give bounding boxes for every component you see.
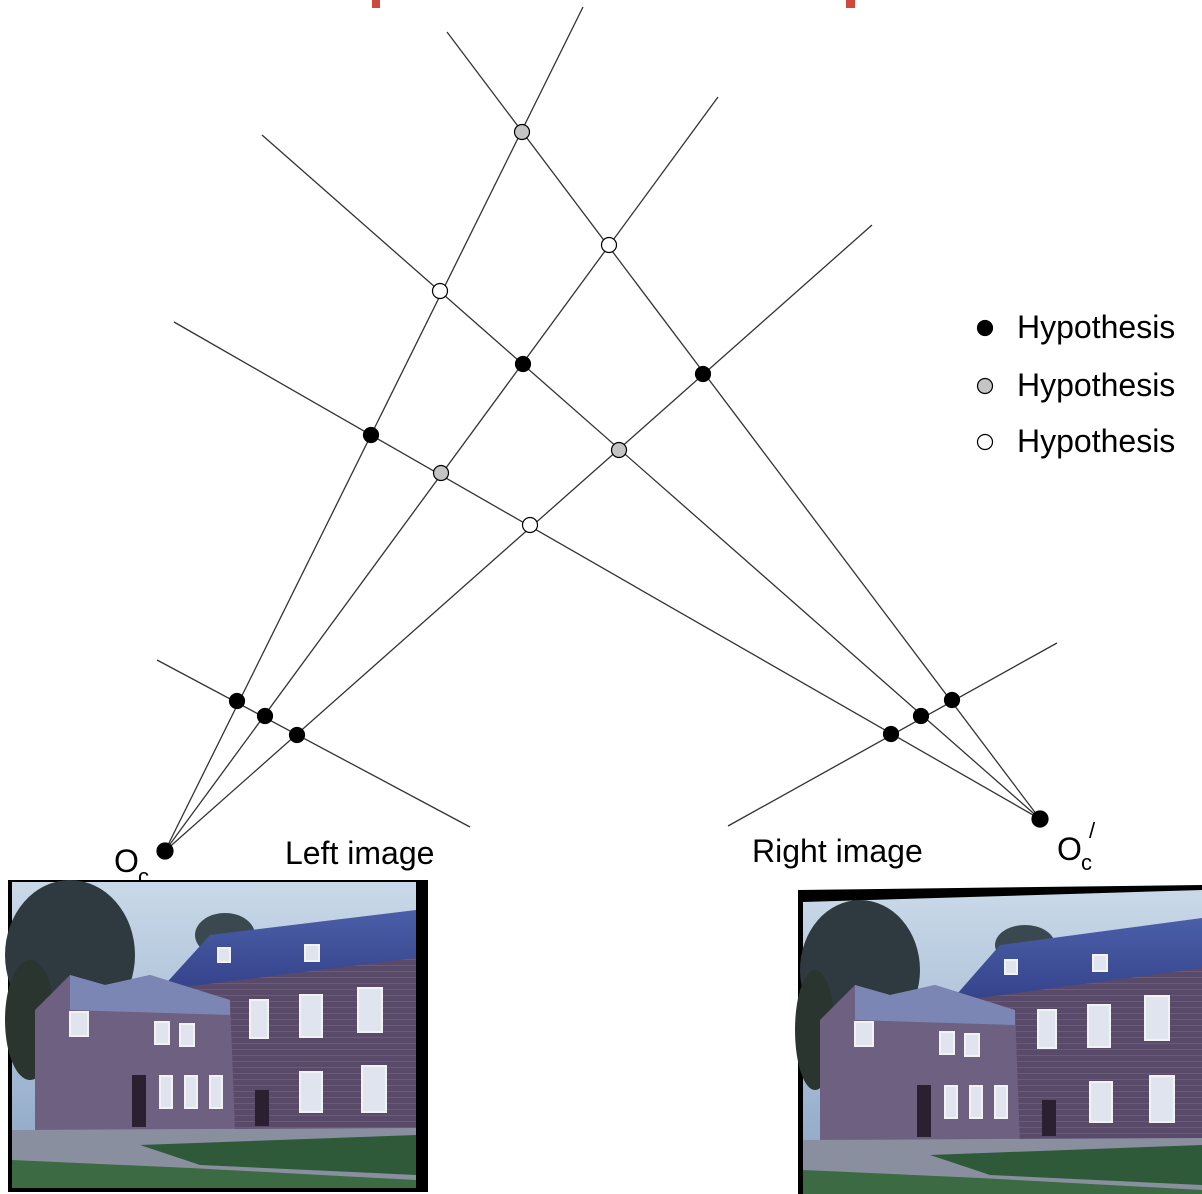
right-projection-point	[943, 691, 961, 709]
left-building-photo	[5, 880, 428, 1192]
ray-lines	[156, 6, 1058, 852]
hypothesis-point-white	[521, 516, 539, 534]
title-fragment-left	[372, 0, 380, 8]
hypothesis-point-gray	[610, 441, 628, 459]
left-ray-3	[164, 224, 873, 852]
legend-label: Hypothesis	[1017, 309, 1175, 345]
left-projection-point	[256, 707, 274, 725]
right-camera-label: O	[1057, 831, 1082, 867]
left-projection-point	[288, 726, 306, 744]
left-camera-center	[156, 842, 174, 860]
right-building-photo	[795, 885, 1202, 1194]
right-ray-1	[446, 31, 1041, 820]
projection-points	[228, 691, 961, 744]
title-fragment-right	[846, 0, 855, 8]
legend-marker-white	[976, 433, 994, 451]
right-projection-point	[882, 725, 900, 743]
hypothesis-points	[362, 123, 712, 534]
legend-label: Hypothesis	[1017, 367, 1175, 403]
right-image-label: Right image	[752, 833, 923, 869]
hypothesis-point-white	[600, 236, 618, 254]
legend: Hypothesis Hypothesis Hypothesis	[976, 309, 1175, 459]
right-ray-2	[261, 134, 1041, 820]
legend-marker-gray	[976, 377, 994, 395]
hypothesis-point-white	[431, 282, 449, 300]
hypothesis-point-black	[514, 355, 532, 373]
right-camera-label-sub: c	[1081, 850, 1092, 875]
right-camera-label-prime: /	[1089, 818, 1096, 843]
left-projection-point	[228, 692, 246, 710]
left-camera-label: O	[114, 843, 139, 879]
hypothesis-point-gray	[513, 123, 531, 141]
left-image-label: Left image	[285, 835, 434, 871]
left-image-plane	[156, 659, 471, 828]
legend-marker-black	[976, 319, 994, 337]
legend-label: Hypothesis	[1017, 423, 1175, 459]
hypothesis-point-black	[362, 426, 380, 444]
left-camera-label-sub: c	[138, 864, 149, 889]
hypothesis-point-gray	[432, 464, 450, 482]
hypothesis-point-black	[694, 365, 712, 383]
right-camera-center	[1031, 810, 1049, 828]
right-projection-point	[912, 707, 930, 725]
